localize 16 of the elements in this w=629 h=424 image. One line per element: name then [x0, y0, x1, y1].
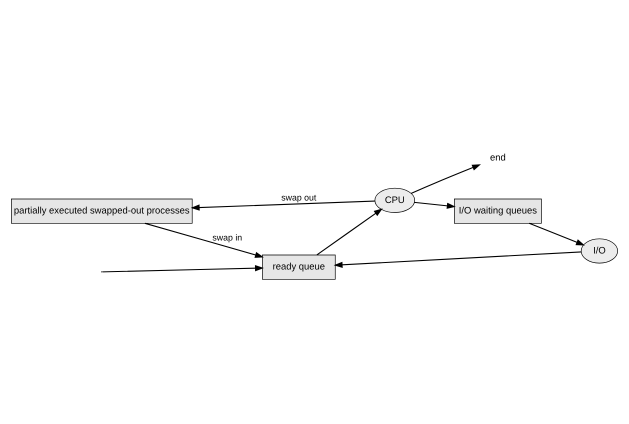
node-box: partially executed swapped-out processes [11, 198, 193, 224]
arrow [316, 208, 383, 255]
arrow [144, 222, 264, 258]
arrow [414, 201, 456, 208]
node-text: end [490, 152, 506, 163]
arrow [334, 250, 582, 268]
node-box: I/O waiting queues [454, 198, 542, 224]
edge-label: swap out [281, 192, 316, 202]
edge-label: swap in [212, 232, 242, 242]
node-box: ready queue [262, 254, 336, 280]
node-ellipse: I/O [580, 238, 618, 263]
arrow [190, 200, 375, 210]
node-ellipse: CPU [374, 187, 416, 212]
arrow [411, 164, 481, 194]
arrow [528, 222, 585, 245]
arrow [102, 264, 264, 272]
